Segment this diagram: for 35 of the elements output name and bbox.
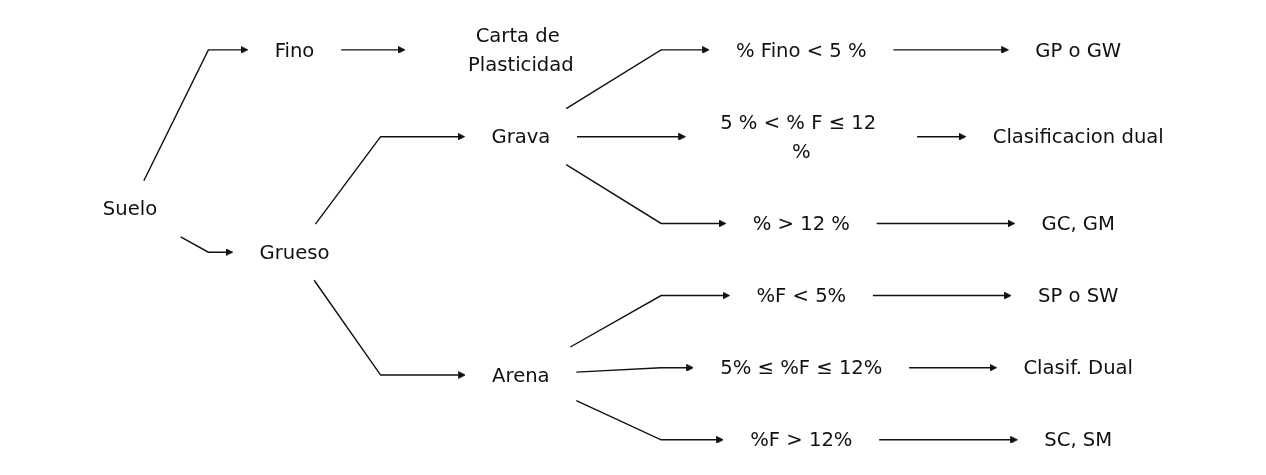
arrow [179,236,233,257]
arrow [916,132,967,141]
arrow [871,291,1012,300]
node-text: SC, SM [1043,428,1112,451]
arrow [569,291,730,348]
node-text: Fino [274,38,315,61]
arrow [878,435,1018,444]
node-text: GC, GM [1041,212,1115,235]
arrow [575,399,724,444]
node-text: Carta de Plasticidad [467,24,574,76]
arrow [142,45,248,182]
node-text: Suelo [102,197,157,220]
node-text: 5% ≤ %F ≤ 12% [719,356,883,379]
arrow [908,363,997,372]
arrow [565,164,727,228]
node-text: % > 12 % [752,212,850,235]
arrow [314,132,465,225]
node-text: 5 % < % F ≤ 12 % [719,110,876,163]
node-text: Grueso [259,241,330,264]
node-text: Arena [491,363,550,387]
arrow [576,132,686,141]
arrow [575,363,694,373]
node-text: %F > 12% [749,428,853,451]
arrow [565,45,710,110]
arrow [875,219,1015,228]
node-text: % Fino < 5 % [735,38,867,61]
node-text: Clasificacion dual [992,125,1164,148]
arrow [313,279,466,379]
node-text: SP o SW [1037,284,1119,307]
node-text: Grava [491,125,550,148]
node-text: GP o GW [1034,38,1121,61]
arrow [340,45,406,54]
node-text: Clasif. Dual [1023,356,1133,379]
arrow [892,45,1009,54]
node-text: %F < 5% [756,284,846,307]
